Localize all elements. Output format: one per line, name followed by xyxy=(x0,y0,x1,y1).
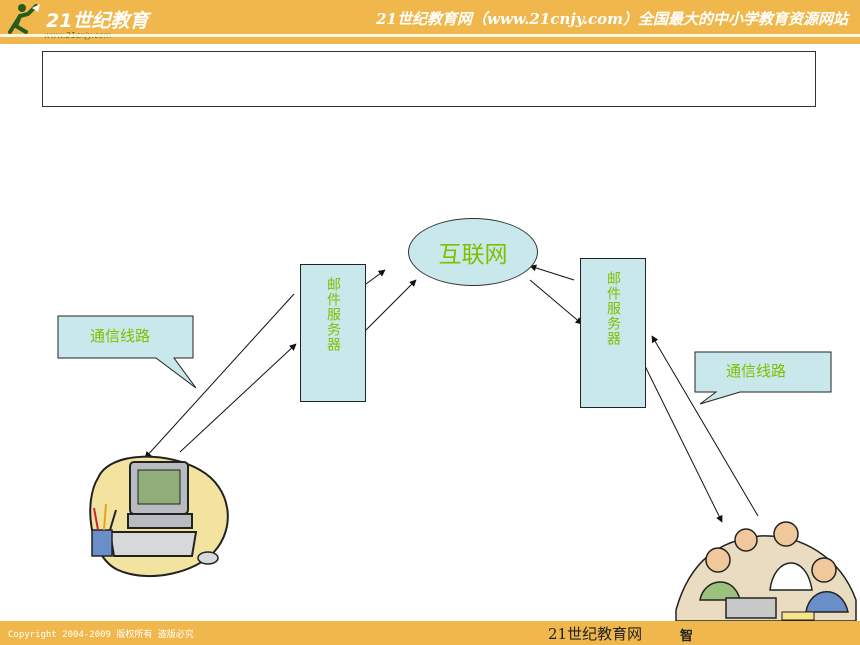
computer-clipart-icon xyxy=(89,455,229,578)
arrow-server-left-up xyxy=(365,269,386,285)
callout-left-shape xyxy=(57,315,197,389)
callout-right-shape xyxy=(694,351,832,405)
callout-right-label: 通信线路 xyxy=(726,362,787,380)
arrow-server-right-to-internet xyxy=(529,264,575,281)
header-bar: 21世纪教育 www.21cnjy.com 21世纪教育网（www.21cnjy… xyxy=(0,0,860,44)
internet-node: 互联网 xyxy=(408,218,538,286)
footer-brand: 21世纪教育网 xyxy=(548,625,643,643)
internet-label: 互联网 xyxy=(438,242,508,268)
mail-server-right-label: 邮件服务器 xyxy=(605,271,621,346)
people-working-clipart-icon xyxy=(675,521,857,622)
arrow-users-to-server-right xyxy=(651,335,759,517)
mail-server-left: 邮件服务器 xyxy=(300,264,366,402)
copyright-text: Copyright 2004-2009 版权所有 盗版必究 xyxy=(8,630,194,640)
header-slogan: 21世纪教育网（www.21cnjy.com）全国最大的中小学教育资源网站 xyxy=(376,10,848,28)
arrow-server-right-to-users xyxy=(644,365,723,523)
runner-logo-icon xyxy=(8,4,40,34)
header-divider xyxy=(0,34,860,37)
footer-bar: Copyright 2004-2009 版权所有 盗版必究 21世纪教育网 智 xyxy=(0,621,860,645)
mail-server-right: 邮件服务器 xyxy=(580,258,646,408)
footer-brand-partial: 智 xyxy=(680,629,694,644)
slide-title-box xyxy=(42,51,816,107)
logo-text: 21世纪教育 xyxy=(46,10,149,32)
arrow-server-left-to-pc xyxy=(144,293,295,459)
arrow-internet-to-server-right xyxy=(529,279,583,325)
arrow-pc-to-server-left xyxy=(179,343,297,453)
mail-server-left-label: 邮件服务器 xyxy=(325,277,341,352)
callout-left-label: 通信线路 xyxy=(90,327,151,345)
arrow-server-left-to-internet xyxy=(365,279,417,331)
